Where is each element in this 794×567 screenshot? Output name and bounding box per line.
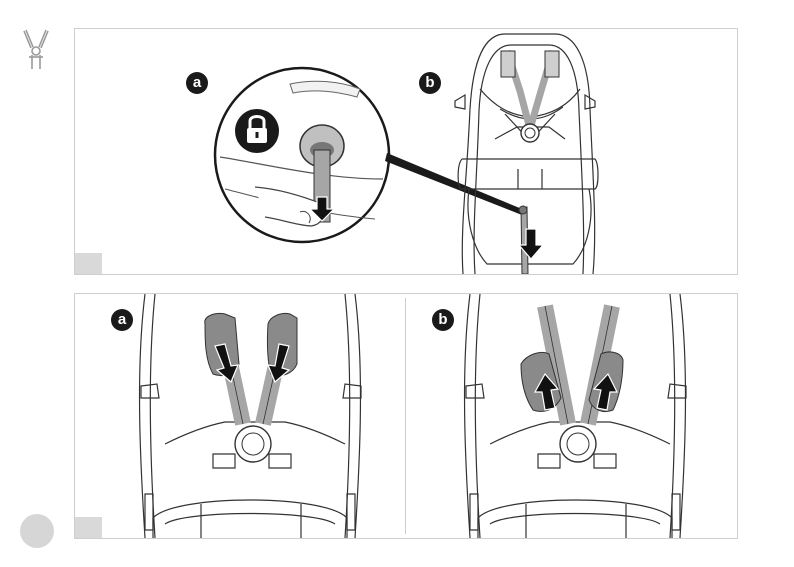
zoom-detail — [215, 68, 389, 242]
panel-divider — [405, 298, 406, 534]
top-illustration-panel: a b — [74, 28, 738, 275]
panel-corner-marker — [75, 517, 102, 538]
panel-corner-marker — [75, 253, 102, 274]
seat-belt-release-scene — [75, 29, 737, 274]
step-badge-a: a — [186, 72, 208, 94]
page-marker-circle — [20, 514, 54, 548]
padlock-icon — [235, 109, 279, 153]
seat-left — [140, 294, 361, 538]
shoulder-pad-adjust-scene — [75, 294, 737, 538]
step-badge-b: b — [419, 72, 441, 94]
step-badge-b: b — [432, 309, 454, 331]
bottom-illustration-panel: a b — [74, 293, 738, 539]
step-badge-a: a — [111, 309, 133, 331]
harness-icon — [22, 27, 50, 71]
seat-right — [465, 294, 686, 538]
